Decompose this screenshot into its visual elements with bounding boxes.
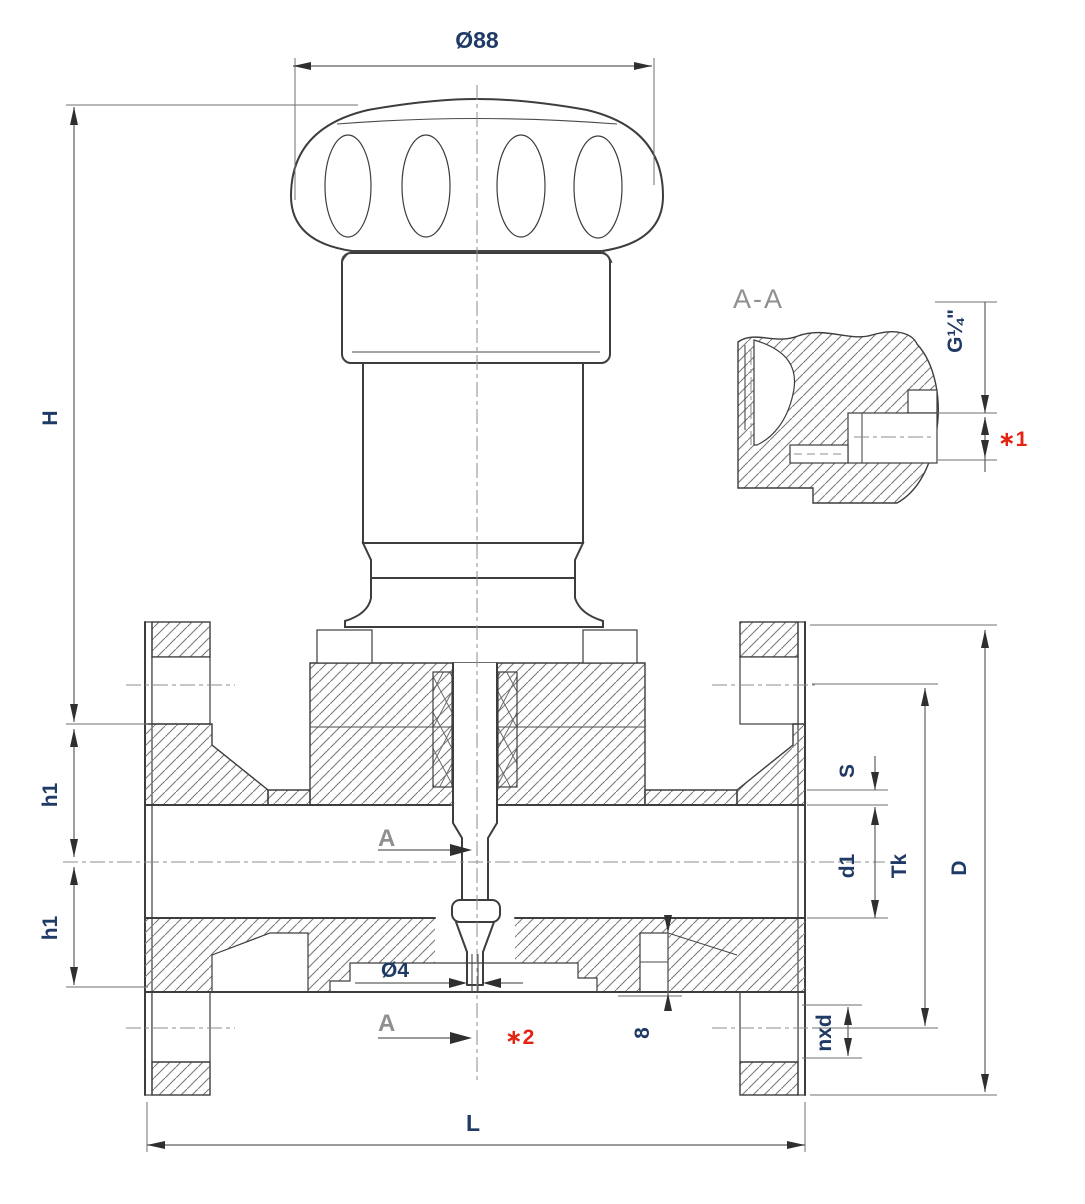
handwheel <box>289 97 665 264</box>
bonnet-stud-left <box>316 629 373 664</box>
dim-label-bolt-holes: nxd <box>813 1014 836 1051</box>
threaded-port <box>847 412 938 464</box>
note-2-label: ∗2 <box>505 1026 534 1049</box>
dim-seat-step-8: 8 <box>618 915 682 1039</box>
section-view-aa: A-A <box>733 284 939 504</box>
section-cut-letter-top: A <box>378 825 395 852</box>
dim-label-seat-step: 8 <box>631 1027 654 1039</box>
dim-label-flange-diameter: D <box>948 860 971 875</box>
stem-collar <box>451 899 501 923</box>
handwheel-grip-hole <box>496 134 546 238</box>
dim-label-top-diameter: Ø88 <box>455 27 499 53</box>
handwheel-grip-hole <box>401 134 451 238</box>
dimensions: Ø88 H h1 h1 L <box>39 27 1028 1152</box>
pipe-top-wall <box>144 723 806 806</box>
dim-label-h1-upper: h1 <box>39 782 62 807</box>
dim-label-stem-tip: Ø4 <box>381 959 409 982</box>
packing-right <box>497 671 518 788</box>
dim-label-bolt-circle: Tk <box>888 853 911 878</box>
centerlines <box>63 85 885 1080</box>
bonnet-tube <box>362 361 584 544</box>
note-1-label: ∗1 <box>998 428 1028 451</box>
dim-bolt-holes-nxd: nxd <box>802 1004 862 1059</box>
packing-left <box>432 671 453 788</box>
dim-length-L: L <box>146 1102 806 1152</box>
dim-stem-tip-diameter-4: Ø4 <box>355 959 523 988</box>
valve-body <box>144 621 806 1096</box>
dim-label-length: L <box>466 1110 480 1136</box>
dim-note1-depth: ∗1 <box>981 417 1028 472</box>
section-view-title: A-A <box>733 284 784 314</box>
bonnet-taper <box>361 542 585 579</box>
dim-h1-lower: h1 <box>39 867 148 988</box>
dim-label-height: H <box>39 410 62 425</box>
left-flange <box>144 621 211 1096</box>
port-passage <box>789 444 849 464</box>
section-cut-marks: A A <box>378 825 472 1044</box>
bonnet-bell <box>344 578 604 628</box>
right-flange <box>739 621 806 1096</box>
dim-h1-upper: h1 <box>39 729 78 857</box>
dim-bolt-circle-Tk: Tk <box>812 683 938 1029</box>
section-bore <box>753 339 796 446</box>
dim-height-H: H <box>39 104 358 725</box>
dim-wall-thickness-S: S <box>807 756 888 791</box>
dim-label-wall-thickness: S <box>836 764 859 778</box>
dim-bore-d1: d1 <box>807 804 888 919</box>
dim-thread-G14: G¼" <box>935 301 997 461</box>
dim-diameter-88: Ø88 <box>293 27 655 200</box>
dim-label-thread: G¼" <box>944 309 967 353</box>
dim-flange-diameter-D: D <box>810 624 997 1096</box>
handwheel-grip-hole <box>324 134 372 238</box>
dim-label-h1-lower: h1 <box>39 915 62 940</box>
section-cut-letter-bottom: A <box>378 1010 395 1037</box>
pipe-bottom-wall <box>144 804 806 993</box>
port-step <box>907 389 938 414</box>
bonnet-collar <box>341 252 611 364</box>
dim-label-bore: d1 <box>836 853 859 878</box>
seat-recess <box>329 962 598 993</box>
bonnet-stud-right <box>582 629 638 664</box>
stem-packing <box>432 663 518 823</box>
bonnet-assembly <box>341 252 611 628</box>
handwheel-grip-hole <box>573 135 623 239</box>
valve-stem <box>451 662 501 992</box>
